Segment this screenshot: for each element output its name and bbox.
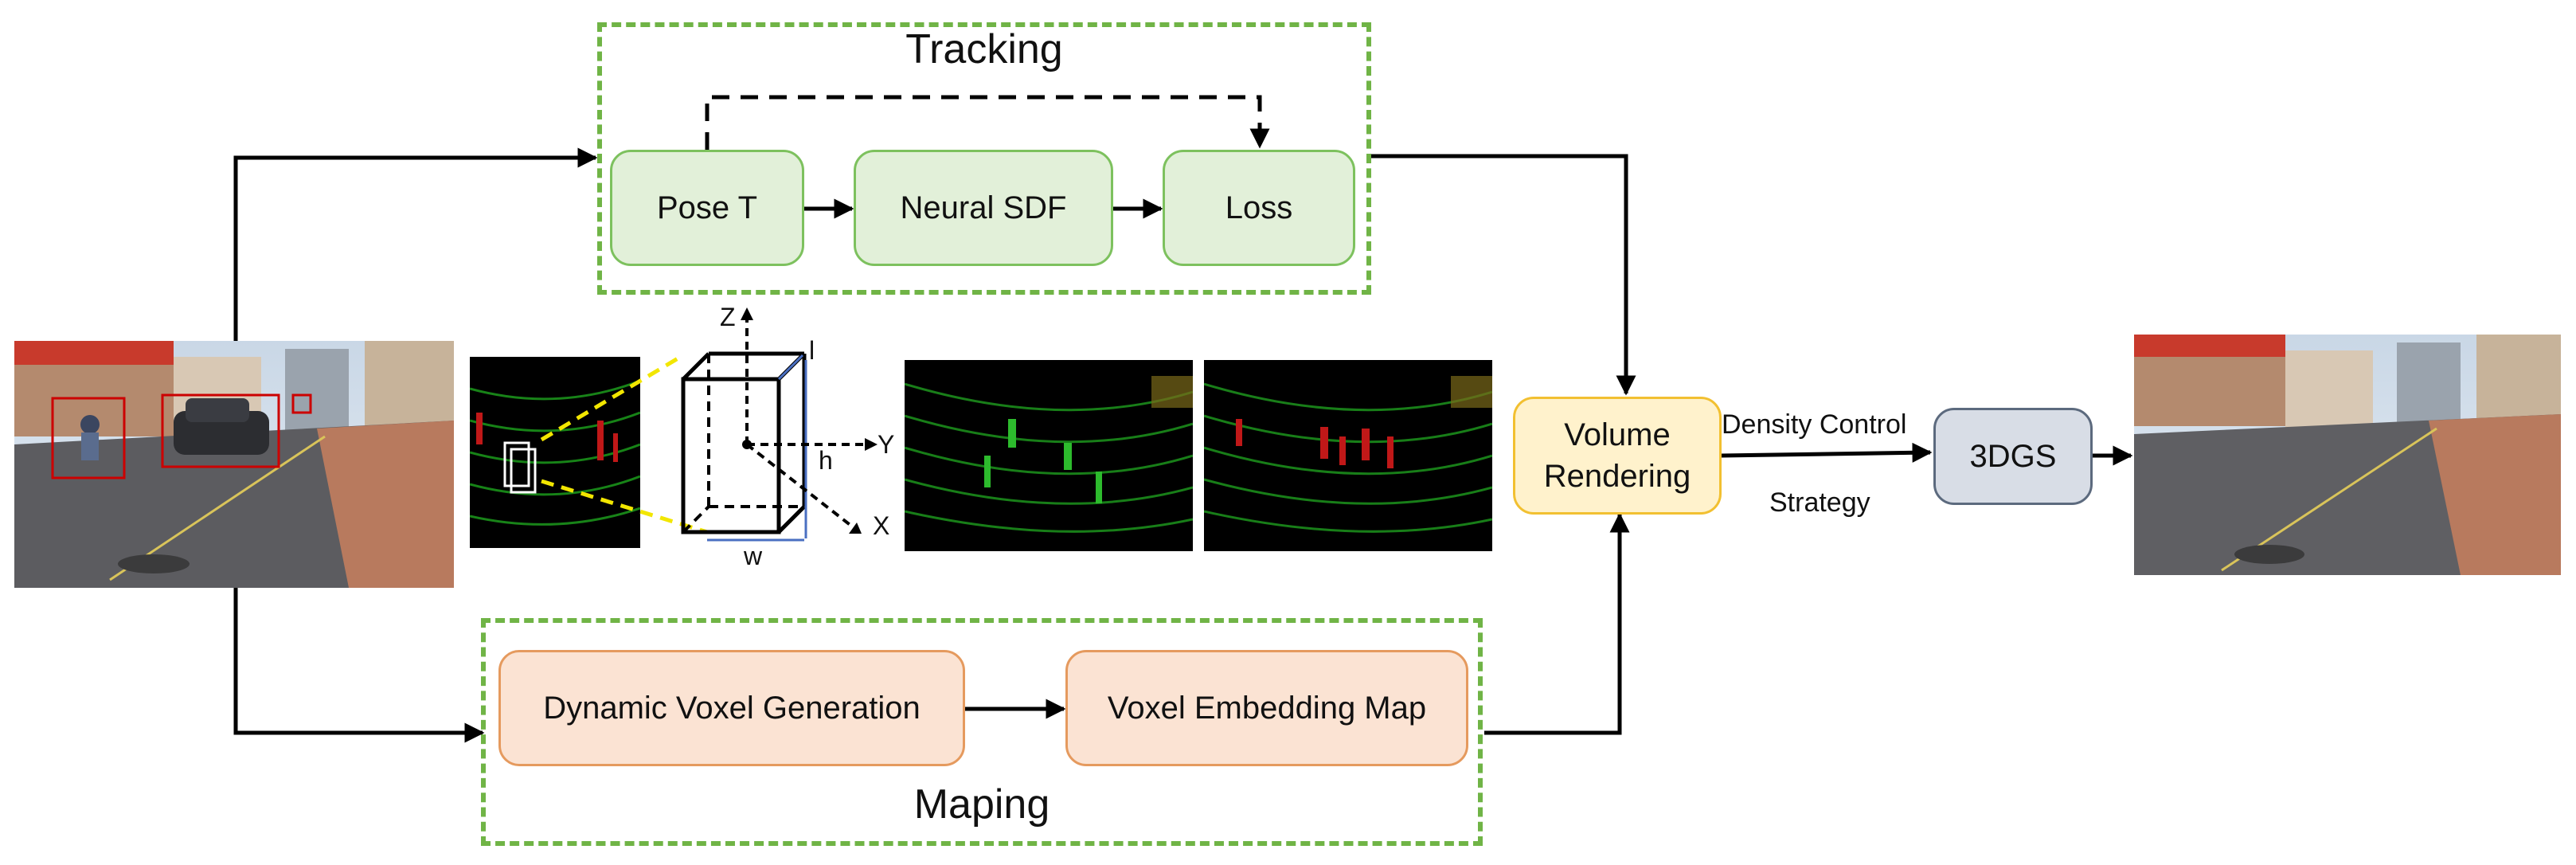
loss-label: Loss: [1225, 190, 1293, 225]
mapping-frame: Maping: [481, 618, 1483, 846]
density-control-label: Density Control: [1722, 409, 1907, 440]
dynamic-voxel-generation-box[interactable]: Dynamic Voxel Generation: [498, 650, 965, 766]
tracking-title: Tracking: [905, 26, 1063, 72]
tracking-to-render-arrow: [1370, 154, 1636, 396]
lidar-scan-frame-1: [905, 360, 1193, 551]
mapping-title: Maping: [913, 781, 1050, 828]
w-dimension-label: w: [744, 542, 763, 570]
input-to-mapping-arrow: [233, 588, 485, 743]
lidar-object-scan: [470, 357, 640, 548]
3dgs-box[interactable]: 3DGS: [1933, 408, 2093, 505]
input-to-tracking-arrow: [233, 147, 598, 341]
voxel-embedding-map-label: Voxel Embedding Map: [1107, 691, 1427, 726]
mapping-to-render-arrow: [1484, 512, 1630, 735]
loss-box[interactable]: Loss: [1163, 150, 1355, 266]
pose-t-box[interactable]: Pose T: [610, 150, 804, 266]
render-to-3dgs-arrow: [1721, 442, 1933, 463]
volume-label: Volume: [1564, 417, 1671, 452]
rendering-label: Rendering: [1543, 459, 1691, 494]
tracking-frame: Tracking: [597, 22, 1371, 295]
neural-sdf-label: Neural SDF: [900, 190, 1067, 225]
lidar-scan-frame-2: [1204, 360, 1492, 551]
h-dimension-label: h: [819, 446, 833, 475]
pose-t-label: Pose T: [657, 190, 757, 225]
strategy-label: Strategy: [1769, 487, 1870, 518]
z-axis-label: Z: [720, 303, 736, 331]
bounding-box-diagram: [540, 307, 878, 542]
projection-line-top: [540, 353, 685, 442]
input-street-image: [14, 341, 454, 588]
x-axis-label: X: [873, 511, 890, 540]
x-axis: [745, 443, 857, 530]
projection-line-bottom: [541, 479, 708, 534]
neural-sdf-box[interactable]: Neural SDF: [854, 150, 1113, 266]
3dgs-label: 3DGS: [1969, 439, 2057, 474]
volume-rendering-box[interactable]: Volume Rendering: [1513, 397, 1722, 515]
pose-to-loss-dashed-arrow: [705, 95, 1270, 150]
voxel-embedding-map-box[interactable]: Voxel Embedding Map: [1065, 650, 1468, 766]
l-dimension-label: l: [809, 336, 815, 365]
dynamic-voxel-generation-label: Dynamic Voxel Generation: [543, 691, 921, 726]
y-axis-label: Y: [878, 430, 895, 459]
output-rendered-image: [2134, 335, 2561, 575]
